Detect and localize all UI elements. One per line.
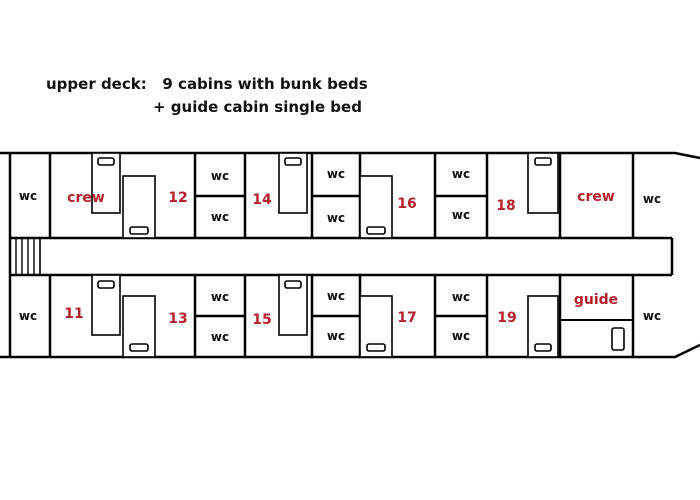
crew-label-top-right: crew xyxy=(577,189,615,205)
caption-line-2: + guide cabin single bed xyxy=(153,98,362,116)
wc-label-17-19-upper: wc xyxy=(452,290,470,304)
wc-label-13-15-upper: wc xyxy=(211,290,229,304)
bunk-bed-cabin-12 xyxy=(91,152,156,239)
wc-label-15-17-lower: wc xyxy=(327,329,345,343)
cabin-label-18: 18 xyxy=(496,198,515,214)
wc-label-16-18-lower: wc xyxy=(452,208,470,222)
bunk-bed-cabin-15 xyxy=(278,274,308,336)
caption-line-1: upper deck: 9 cabins with bunk beds xyxy=(46,75,368,93)
stairs xyxy=(8,153,41,357)
cabin-label-17: 17 xyxy=(397,310,416,326)
corridor xyxy=(10,236,674,277)
wc-label-12-14-lower: wc xyxy=(211,210,229,224)
wc-label-17-19-lower: wc xyxy=(452,329,470,343)
bunk-bed-cabin-17 xyxy=(359,295,393,358)
cabin-label-13: 13 xyxy=(168,311,187,327)
cabin-label-11: 11 xyxy=(64,306,83,322)
wc-label-13-15-lower: wc xyxy=(211,330,229,344)
wc-label-12-14-upper: wc xyxy=(211,169,229,183)
wc-label-14-16-lower: wc xyxy=(327,211,345,225)
wc-label-top-left: wc xyxy=(19,189,37,203)
bunk-bed-cabin-14 xyxy=(278,152,308,214)
bunk-bed-cabin-19 xyxy=(527,295,559,358)
cabin-label-15: 15 xyxy=(252,312,271,328)
guide-label: guide xyxy=(574,292,618,308)
wc-label-bottom-left: wc xyxy=(19,309,37,323)
wc-label-bottom-right: wc xyxy=(643,309,661,323)
wc-label-14-16-upper: wc xyxy=(327,167,345,181)
bottom-row-walls xyxy=(48,275,635,357)
wc-label-top-right: wc xyxy=(643,192,661,206)
crew-label-top-left: crew xyxy=(67,190,105,206)
bunk-bed-cabin-16 xyxy=(359,175,393,239)
single-bed-guide-cabin xyxy=(611,327,625,351)
wc-label-15-17-upper: wc xyxy=(327,289,345,303)
cabin-label-16: 16 xyxy=(397,196,416,212)
cabin-label-12: 12 xyxy=(168,190,187,206)
cabin-label-19: 19 xyxy=(497,310,516,326)
cabin-label-14: 14 xyxy=(252,192,272,208)
wc-label-16-18-upper: wc xyxy=(452,167,470,181)
bunk-bed-cabin-18 xyxy=(527,152,559,214)
bunk-bed-cabin-11-13 xyxy=(91,274,156,358)
